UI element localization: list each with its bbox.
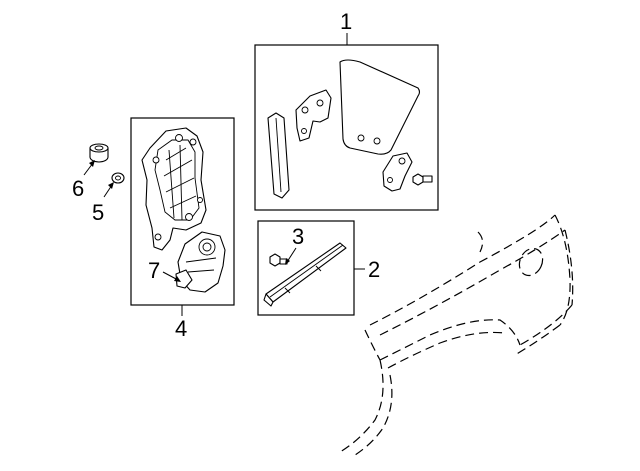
pivot-bracket-icon	[382, 152, 413, 192]
weatherstrip-icon	[263, 242, 347, 307]
callout-3: 3	[292, 224, 304, 249]
arrow-7	[174, 276, 181, 282]
callout-1: 1	[340, 9, 352, 34]
arrow-3	[285, 258, 290, 265]
box-2	[257, 220, 355, 316]
nut-icon	[111, 172, 125, 184]
quarter-panel-outline-icon	[339, 214, 574, 456]
callout-5: 5	[92, 200, 104, 225]
arrow-6	[89, 160, 95, 167]
callout-4: 4	[175, 316, 187, 341]
grommet-6: 6	[72, 143, 109, 201]
channel-strip-icon	[267, 112, 290, 199]
leader-3	[286, 247, 297, 263]
callout-7: 7	[148, 258, 160, 283]
bracket-icon	[295, 89, 332, 142]
group-1-glass-assembly: 1	[254, 9, 439, 211]
arrow-5	[108, 182, 114, 189]
window-motor-icon	[175, 231, 226, 293]
nut-5: 5	[92, 172, 125, 225]
group-2-weatherstrip: 2 3	[257, 220, 380, 316]
quarter-glass-icon	[339, 59, 421, 155]
group-4-regulator: 4 7	[130, 117, 235, 341]
bolt-icon	[412, 173, 433, 186]
callout-6: 6	[72, 176, 84, 201]
window-regulator-icon	[141, 127, 207, 251]
callout-2: 2	[368, 257, 380, 282]
grommet-icon	[89, 143, 109, 163]
screw-icon	[269, 253, 288, 267]
